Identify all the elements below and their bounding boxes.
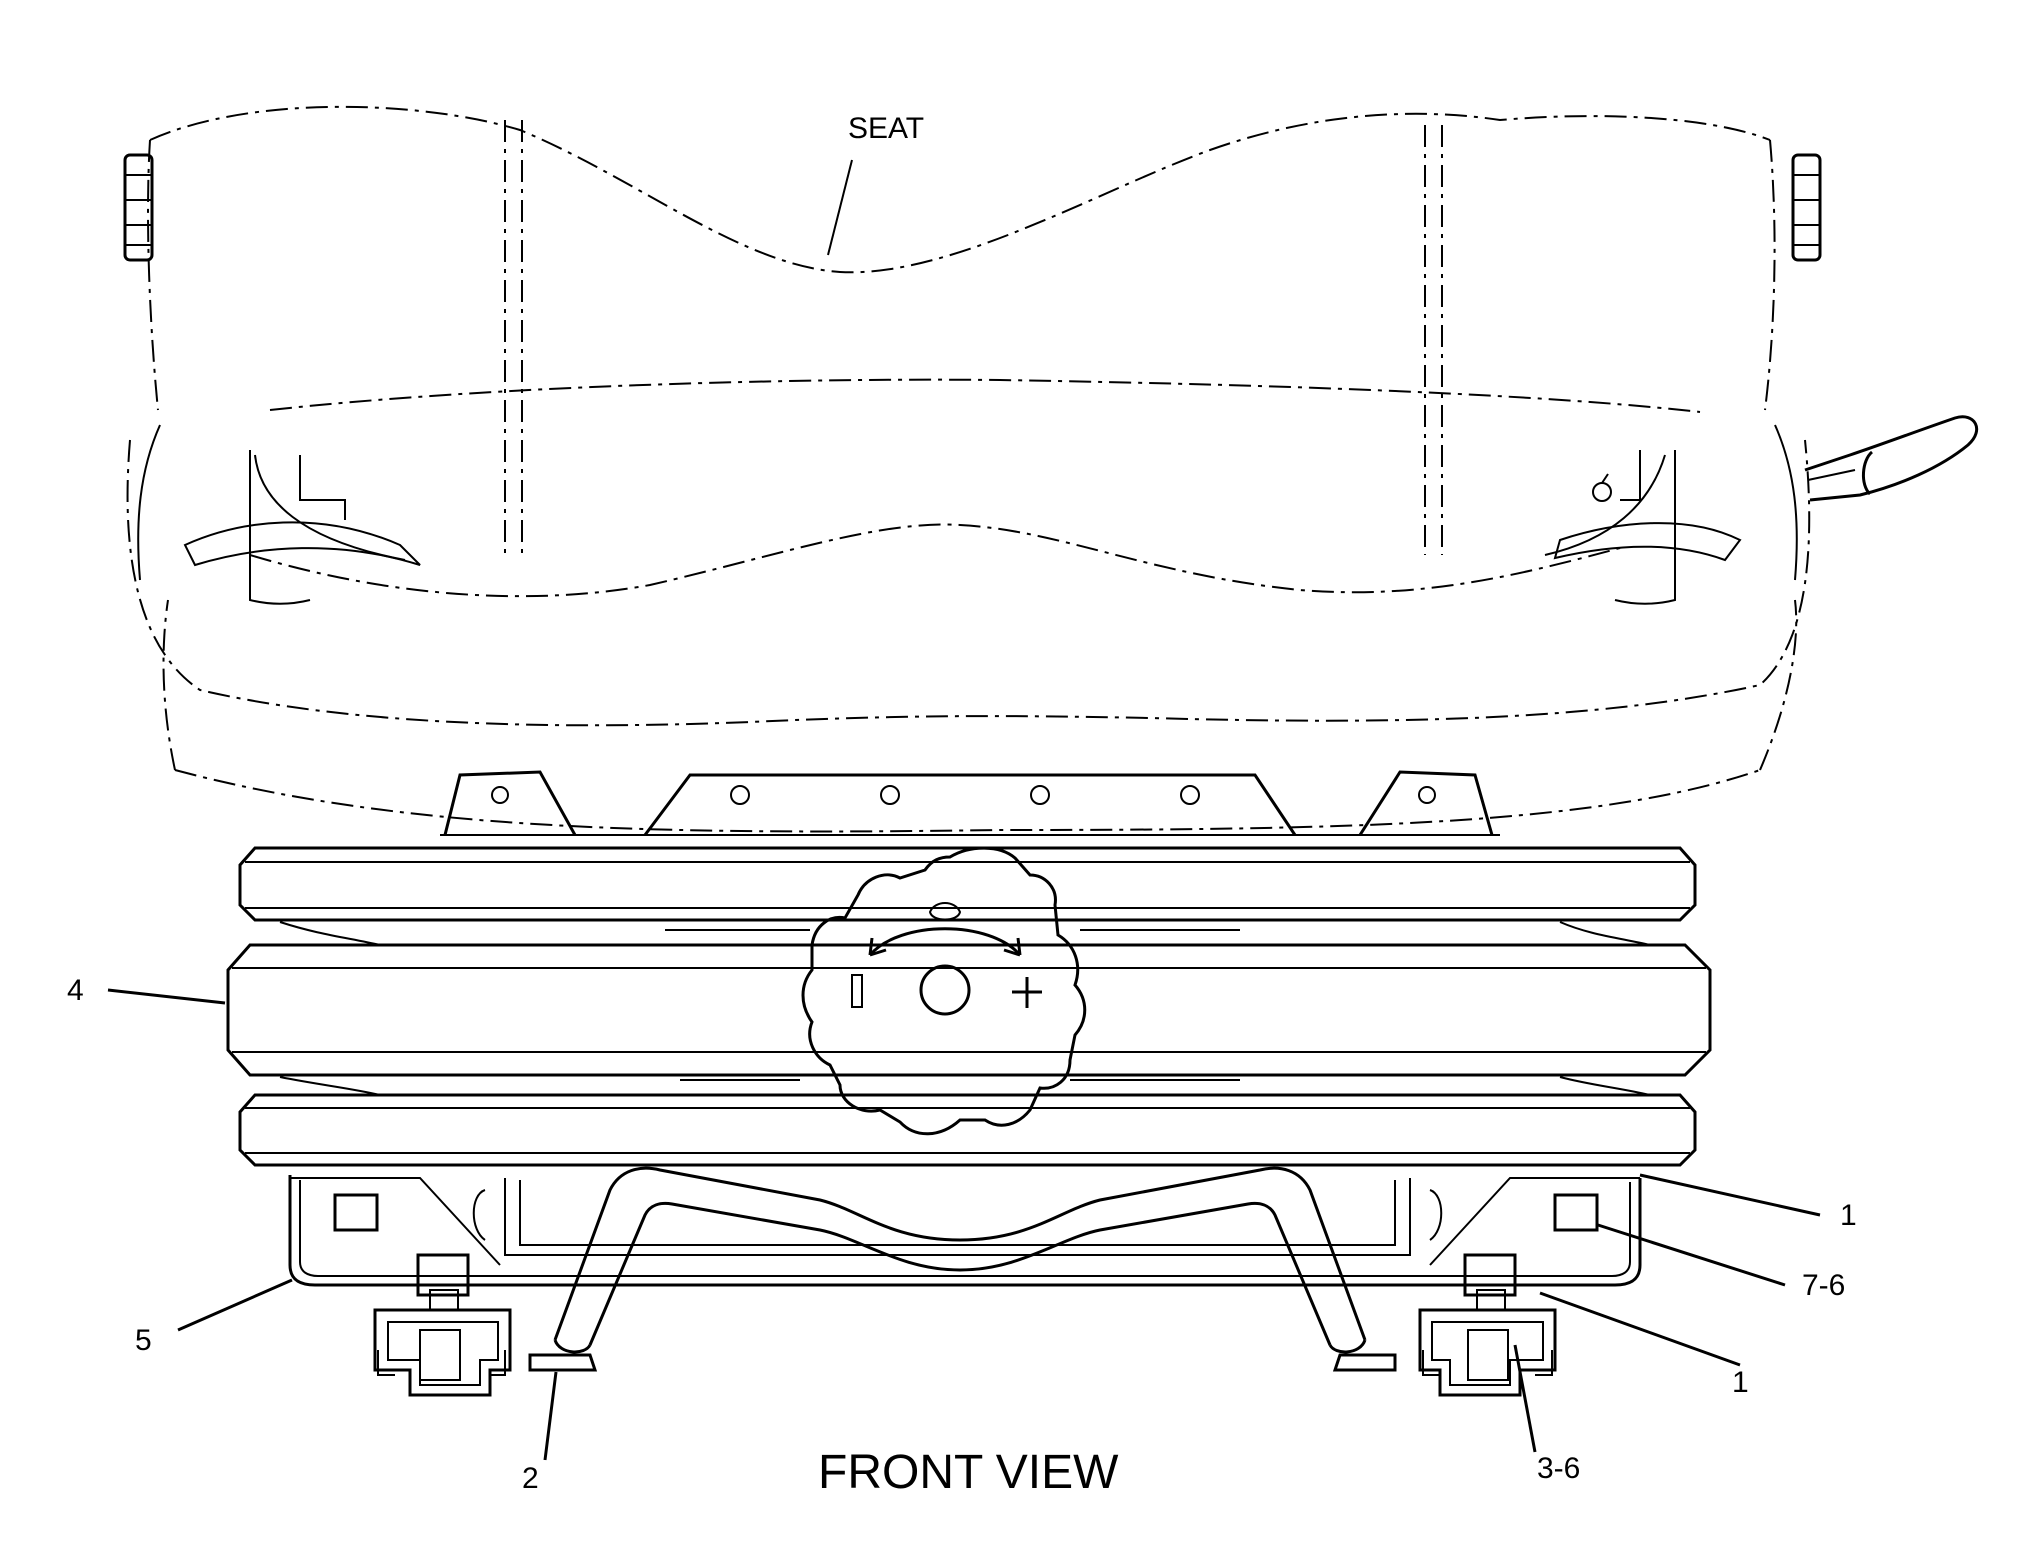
leader-4 [107, 988, 226, 1005]
callout-3-6: 3-6 [1537, 1452, 1580, 1485]
callout-1-upper: 1 [1840, 1199, 1857, 1232]
callout-seat: SEAT [848, 112, 924, 145]
left-side-knob [123, 153, 154, 262]
recline-lever [1804, 415, 1979, 502]
callout-1-lower: 1 [1732, 1366, 1749, 1399]
fore-aft-handle[interactable] [528, 1166, 1397, 1372]
callout-4: 4 [67, 974, 84, 1007]
leader-lines [107, 159, 1821, 1461]
leader-2 [543, 1371, 558, 1461]
left-slide-rail [373, 1253, 512, 1397]
leader-1-upper [1639, 1173, 1821, 1217]
callout-7-6: 7-6 [1802, 1269, 1845, 1302]
seat-bolster-details [137, 424, 1798, 605]
right-slide-rail [1418, 1253, 1557, 1397]
weight-adjust-knob[interactable]: − + [0, 0, 1087, 1136]
mounting-plate [440, 770, 1500, 836]
leader-5 [177, 1278, 293, 1332]
right-side-knob [1791, 153, 1822, 262]
suspension-bellows [226, 846, 1712, 1167]
seat-phantom-outline [126, 105, 1811, 833]
callout-5: 5 [135, 1324, 152, 1357]
callout-2: 2 [522, 1462, 539, 1495]
view-title: FRONT VIEW [818, 1446, 1119, 1499]
leader-7-6 [1597, 1223, 1786, 1287]
leader-seat [827, 159, 853, 256]
leader-3-6 [1513, 1344, 1537, 1453]
lower-frame [288, 1175, 1642, 1287]
leader-1-lower [1539, 1291, 1741, 1367]
